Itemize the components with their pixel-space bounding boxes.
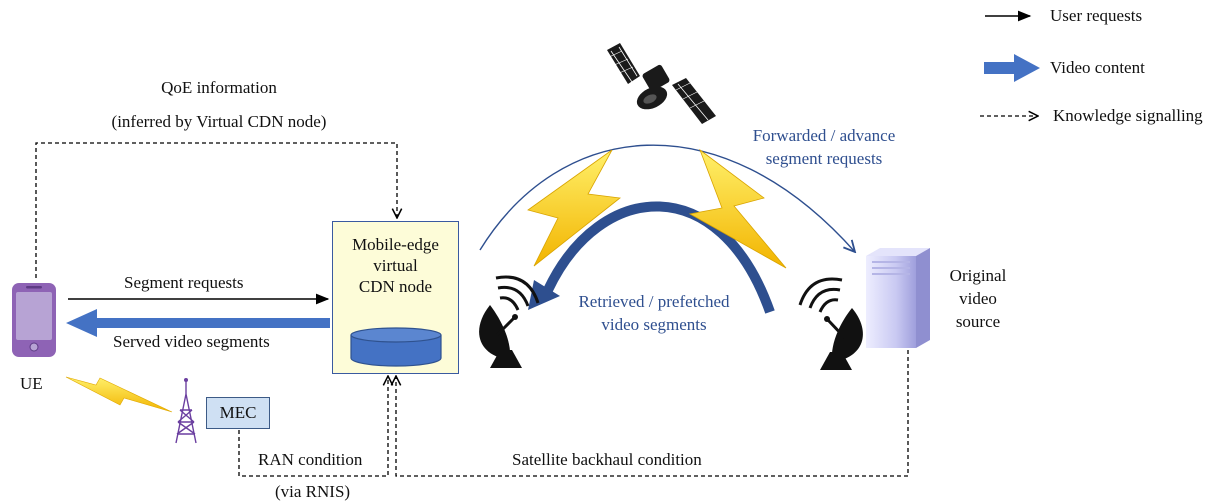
legend-video-content-arrow xyxy=(984,54,1040,82)
cell-tower-icon xyxy=(175,378,197,444)
ran-condition-signalling-arrow xyxy=(238,376,388,477)
retrieved-segments-arc xyxy=(543,201,775,314)
satellite-backhaul-condition-label: Satellite backhaul condition xyxy=(512,450,702,469)
virtual-cdn-node: Mobile-edge virtual CDN node xyxy=(332,221,459,374)
source-label-line3: source xyxy=(955,312,1001,331)
segment-requests-label: Segment requests xyxy=(124,273,244,292)
legend-knowledge-signalling-label: Knowledge signalling xyxy=(1053,106,1203,125)
satellite-backhaul-signalling-arrow xyxy=(396,350,909,477)
cdn-node-line3: CDN node xyxy=(358,277,433,296)
satellite-icon xyxy=(606,43,716,124)
via-rnis-label: (via RNIS) xyxy=(275,482,351,501)
served-video-segments-arrow xyxy=(66,309,330,337)
served-video-segments-label: Served video segments xyxy=(113,332,270,351)
right-satellite-dish-icon xyxy=(798,277,863,370)
retrieved-segments-label-line1: Retrieved / prefetched xyxy=(578,292,730,311)
left-backhaul-lightning-icon xyxy=(527,149,621,267)
ue-phone-icon xyxy=(12,283,56,357)
forwarded-requests-arc xyxy=(479,144,855,252)
source-label-line1: Original xyxy=(949,266,1007,285)
mec-box: MEC xyxy=(206,397,270,429)
forwarded-requests-label-line2: segment requests xyxy=(765,149,883,168)
qoe-signalling-arrow xyxy=(35,142,397,278)
qoe-inferred-label: (inferred by Virtual CDN node) xyxy=(111,112,327,131)
retrieved-segments-arrowhead xyxy=(528,280,560,310)
cdn-node-title: Mobile-edge virtual CDN node xyxy=(333,234,458,297)
ue-wireless-lightning-icon xyxy=(65,376,173,413)
forwarded-requests-label-line1: Forwarded / advance xyxy=(752,126,896,145)
right-backhaul-lightning-icon xyxy=(688,148,787,269)
video-source-server-icon xyxy=(866,248,930,348)
cache-storage-icon xyxy=(350,327,442,367)
cdn-node-line1: Mobile-edge xyxy=(352,235,439,254)
cdn-node-line2: virtual xyxy=(373,256,418,275)
retrieved-segments-label-line2: video segments xyxy=(601,315,707,334)
left-satellite-dish-icon xyxy=(479,275,540,368)
qoe-information-label: QoE information xyxy=(161,78,277,97)
ue-label: UE xyxy=(20,374,43,393)
legend-video-content-label: Video content xyxy=(1050,58,1145,77)
legend-user-requests-label: User requests xyxy=(1050,6,1143,25)
ran-condition-label: RAN condition xyxy=(258,450,363,469)
source-label-line2: video xyxy=(959,289,997,308)
